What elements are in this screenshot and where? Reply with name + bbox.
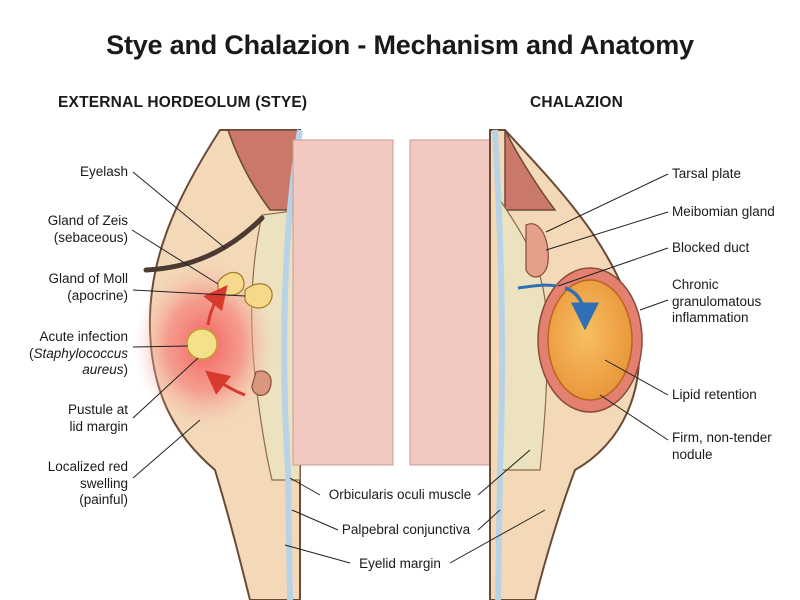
label-chronic-line1: Chronic — [672, 277, 719, 292]
heading-stye: EXTERNAL HORDEOLUM (STYE) — [58, 94, 308, 111]
label-meibomian-text: Meibomian gland — [672, 204, 775, 219]
leader-orbicularis-left — [289, 477, 321, 496]
label-orbicularis-text: Orbicularis oculi muscle — [328, 487, 472, 502]
chalazion-lid-section — [409, 129, 643, 600]
label-meibomian-gland: Meibomian gland — [672, 204, 796, 221]
heading-chalazion: CHALAZION — [530, 94, 624, 111]
label-eyelid-margin: Eyelid margin — [346, 556, 454, 573]
leader-swelling — [132, 419, 201, 479]
label-pustule-line2: lid margin — [69, 418, 128, 434]
stye-eyelash — [143, 215, 265, 273]
stye-eye-space — [292, 139, 394, 466]
leader-infection — [132, 345, 189, 348]
chalazion-conjunctiva — [492, 129, 506, 600]
label-swelling-line1: Localized red — [47, 459, 128, 474]
chalazion-nodule — [547, 279, 633, 401]
leader-conjunctiva-right — [477, 509, 501, 531]
leader-lipid — [604, 359, 669, 396]
stye-pustule — [186, 328, 218, 360]
label-swelling-line2: swelling — [79, 475, 128, 491]
leader-blocked — [557, 247, 669, 287]
label-chronic-inflammation: Chronic granulomatous inflammation — [672, 277, 796, 327]
leader-tarsal — [545, 173, 669, 233]
leader-margin-right — [449, 509, 546, 564]
leader-zeis — [131, 229, 219, 285]
label-conjunctiva-text: Palpebral conjunctiva — [341, 522, 471, 537]
label-tarsal-plate: Tarsal plate — [672, 166, 792, 183]
label-gland-zeis: Gland of Zeis (sebaceous) — [28, 213, 128, 246]
leader-orbicularis-right — [477, 449, 531, 496]
label-eyelash-text: Eyelash — [79, 164, 128, 179]
label-gland-moll: Gland of Moll (apocrine) — [28, 271, 128, 304]
label-pustule-line1: Pustule at — [67, 402, 128, 417]
leader-eyelash — [132, 171, 226, 249]
label-lipid-text: Lipid retention — [672, 387, 757, 402]
chalazion-blocked-duct — [517, 283, 557, 290]
leader-meibomian — [545, 211, 669, 251]
leader-chronic — [639, 299, 669, 311]
label-blocked-text: Blocked duct — [672, 240, 750, 255]
leader-lines — [131, 171, 669, 564]
chalazion-meibomian-gland — [525, 223, 549, 278]
stye-muscle — [226, 129, 301, 211]
chalazion-blue-arrow — [564, 286, 599, 331]
leader-moll — [132, 289, 246, 297]
stye-lower-gland — [251, 370, 272, 396]
leader-pustule — [132, 357, 199, 419]
label-margin-text: Eyelid margin — [359, 556, 441, 571]
label-pustule: Pustule at lid margin — [28, 402, 128, 435]
stye-arrow-left — [204, 370, 246, 397]
label-firm-line2: nodule — [672, 446, 713, 462]
label-swelling-line3: (painful) — [79, 492, 128, 507]
label-acute-infection: Acute infection (Staphylococcus aureus) — [10, 329, 128, 379]
label-swelling: Localized red swelling (painful) — [28, 459, 128, 509]
leader-conjunctiva-left — [291, 509, 339, 531]
page-title: Stye and Chalazion - Mechanism and Anato… — [106, 30, 694, 60]
label-eyelash: Eyelash — [40, 164, 128, 181]
label-infection-paren-close: ) — [123, 362, 129, 377]
label-chronic-line3: inflammation — [672, 310, 749, 325]
label-infection-species: aureus — [82, 362, 124, 377]
chalazion-muscle — [504, 129, 557, 211]
label-firm-nodule: Firm, non-tender nodule — [672, 430, 796, 463]
label-blocked-duct: Blocked duct — [672, 240, 792, 257]
label-tarsal-text: Tarsal plate — [672, 166, 742, 181]
label-orbicularis: Orbicularis oculi muscle — [318, 487, 482, 504]
stye-gland-moll — [244, 283, 273, 309]
label-lipid-retention: Lipid retention — [672, 387, 792, 404]
label-zeis-line2: (sebaceous) — [53, 229, 128, 245]
leader-margin-left — [284, 544, 351, 564]
label-firm-line1: Firm, non-tender — [672, 430, 772, 445]
label-infection-paren-open: ( — [28, 345, 34, 361]
label-moll-line1: Gland of Moll — [48, 271, 128, 286]
label-zeis-line1: Gland of Zeis — [47, 213, 128, 228]
label-infection-genus: Staphylococcus — [33, 345, 128, 361]
label-infection-line1: Acute infection — [39, 329, 128, 344]
label-chronic-line2: granulomatous — [672, 293, 762, 309]
label-conjunctiva: Palpebral conjunctiva — [332, 522, 480, 539]
stye-lid-section — [135, 129, 394, 600]
leader-firm — [599, 394, 669, 441]
label-moll-line2: (apocrine) — [67, 287, 128, 303]
